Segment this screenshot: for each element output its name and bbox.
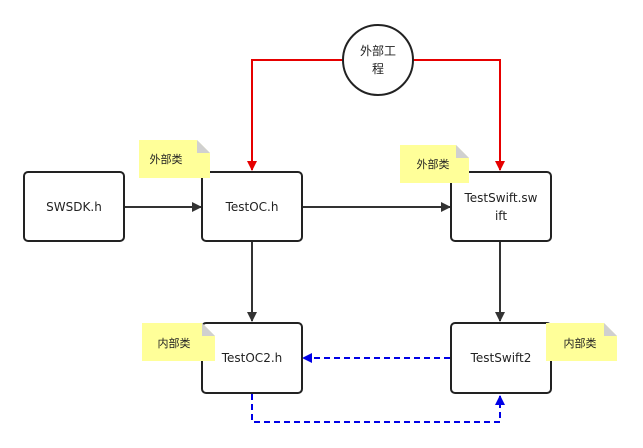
note-internal-class-left: 内部类 xyxy=(142,323,215,361)
testswift-node: TestSwift.sw ift xyxy=(450,171,552,242)
note-external-class-left-label: 外部类 xyxy=(150,152,183,166)
testswift-label-line2: ift xyxy=(495,209,507,223)
note-external-class-right-label: 外部类 xyxy=(417,157,450,171)
edge-external-to-testswift xyxy=(413,59,505,171)
testoc-node: TestOC.h xyxy=(201,171,303,242)
note-internal-class-right-label: 内部类 xyxy=(564,336,597,350)
swsdk-node: SWSDK.h xyxy=(23,171,125,242)
note-internal-class-left-label: 内部类 xyxy=(158,336,191,350)
testswift-label-line1: TestSwift.sw xyxy=(464,191,538,205)
testoc2-node: TestOC2.h xyxy=(201,322,303,394)
testswift2-label: TestSwift2 xyxy=(470,351,532,365)
external-project-node: 外部工 程 xyxy=(342,24,414,96)
swsdk-label: SWSDK.h xyxy=(46,200,102,214)
note-external-class-right: 外部类 xyxy=(400,145,469,183)
external-project-label-line1: 外部工 xyxy=(360,43,396,58)
testoc-label: TestOC.h xyxy=(225,200,279,214)
note-internal-class-right: 内部类 xyxy=(546,323,617,361)
testswift2-node: TestSwift2 xyxy=(450,322,552,394)
edge-external-to-testoc xyxy=(247,59,343,171)
testoc2-label: TestOC2.h xyxy=(221,351,283,365)
note-external-class-left: 外部类 xyxy=(139,140,210,178)
external-project-label-line2: 程 xyxy=(372,61,384,76)
edge-testoc2-to-testswift2 xyxy=(251,394,505,423)
